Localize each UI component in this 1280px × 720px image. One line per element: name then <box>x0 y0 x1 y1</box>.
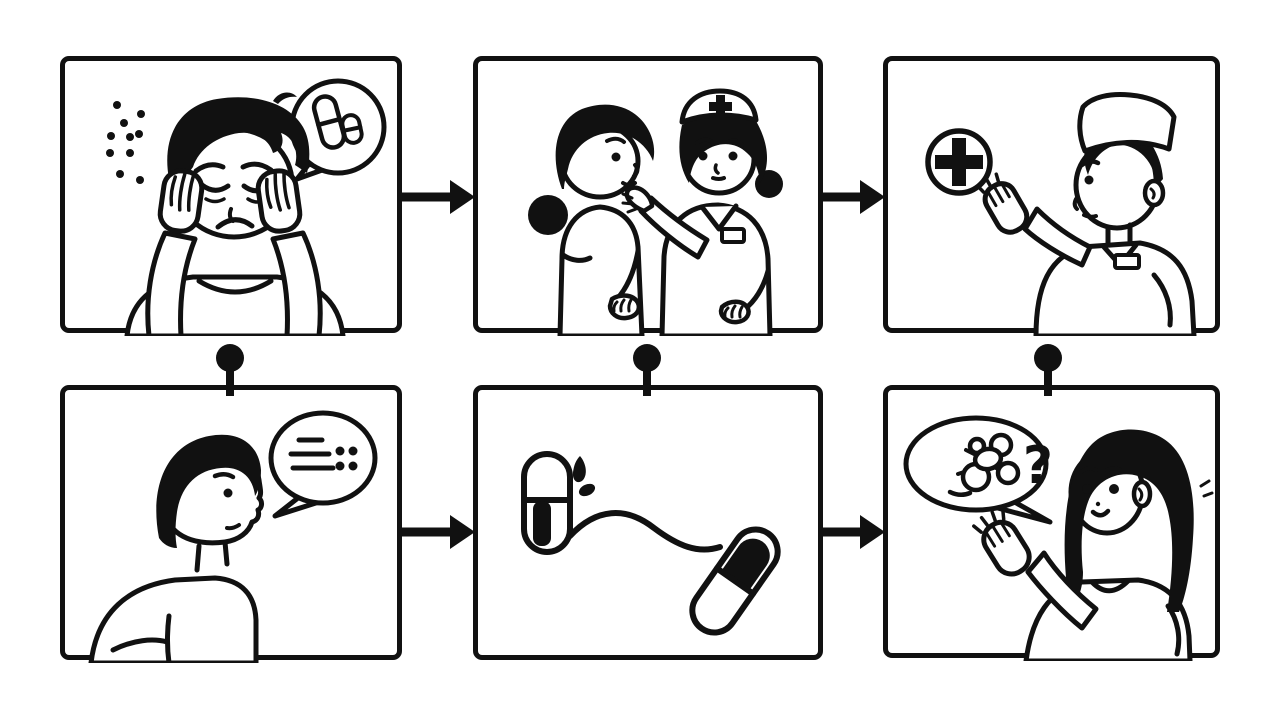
right-hand <box>255 168 303 234</box>
scrub-cap <box>1077 92 1177 154</box>
boy-eye <box>223 488 233 498</box>
boy-brow <box>212 472 236 480</box>
dizzy-dots-icon <box>106 101 145 184</box>
boy-profile-figure <box>88 434 264 663</box>
nurse-reaching-hand <box>621 185 655 214</box>
patient-hair <box>555 104 655 189</box>
molecule-speech-bubble: ? <box>903 415 1053 525</box>
woman-figure <box>972 429 1214 661</box>
molecule-icon <box>947 432 1021 497</box>
nurse-right-brow <box>726 138 744 147</box>
flow-arrow-icon <box>822 180 885 214</box>
nurse-figure <box>621 88 783 336</box>
nurse-mouth <box>711 176 726 181</box>
panel-medication <box>473 385 823 660</box>
right-arm <box>270 230 323 336</box>
panel-question-list <box>60 385 402 663</box>
nurse-nose <box>713 163 720 175</box>
hair-bun <box>528 195 568 235</box>
left-brow <box>193 162 226 174</box>
woman-nose <box>1095 501 1101 507</box>
mouth <box>1082 213 1098 219</box>
question-mark: ? <box>1023 436 1053 496</box>
flow-arrow-icon <box>400 515 475 549</box>
patient-mouth <box>621 181 637 187</box>
arm-line <box>165 613 172 663</box>
nurse-hair <box>679 113 768 183</box>
nurse-left-brow <box>695 137 714 145</box>
pill-capsule-large-icon <box>311 94 347 150</box>
boy-mouth <box>225 523 241 531</box>
connector-dot-icon <box>1034 344 1062 396</box>
patient-hand <box>607 293 642 321</box>
sleeve-seam <box>1151 272 1173 328</box>
hair <box>167 97 310 183</box>
woman-raised-arm <box>1025 550 1099 631</box>
nurse-pocket <box>720 227 746 244</box>
panel-symptoms-drawing <box>106 78 387 336</box>
panel-nurse-consult <box>473 56 823 336</box>
boy-hair <box>156 434 261 548</box>
nurse-collar <box>699 203 739 232</box>
flow-arrow-icon <box>822 515 885 549</box>
panel-nurse-consult-drawing <box>528 88 783 336</box>
panel-symptoms <box>60 56 402 336</box>
upright-capsule-icon <box>521 451 573 555</box>
sleeve-hem <box>110 637 170 653</box>
left-arm <box>145 230 198 336</box>
flow-arrow-icon <box>400 180 475 214</box>
medical-cross-badge-icon <box>925 128 993 196</box>
woman-smile <box>1090 508 1111 518</box>
patient-figure <box>528 104 655 336</box>
list-lines-icon <box>288 437 336 471</box>
panel-explanation-drawing: ? <box>903 415 1214 661</box>
drops-icon <box>572 456 596 497</box>
eye <box>1084 175 1094 185</box>
male-nurse-body <box>1033 240 1197 336</box>
boy-neck <box>194 539 230 573</box>
neck <box>1105 222 1133 246</box>
raised-arm <box>1022 206 1093 268</box>
cap-cross-icon <box>709 95 732 118</box>
list-dots-icon <box>335 446 358 471</box>
squiggle-connector-line <box>567 510 723 553</box>
woman-collar <box>1089 578 1131 594</box>
panel-question-list-drawing <box>88 410 378 663</box>
patient-nose <box>632 163 640 178</box>
pill-thought-bubble <box>289 78 387 182</box>
sparkle-marks <box>1199 479 1214 498</box>
woman-brows <box>1079 466 1124 474</box>
right-brow <box>240 161 274 173</box>
woman-open-palm <box>972 508 1032 577</box>
open-palm-hand <box>975 172 1030 235</box>
brow <box>1079 159 1101 168</box>
tilted-capsule-icon <box>689 526 781 636</box>
panel-medication-drawing <box>521 451 781 636</box>
frown-mouth <box>215 217 255 230</box>
patient-eye <box>611 152 621 162</box>
list-speech-bubble <box>268 410 378 519</box>
connector-dot-icon <box>216 344 244 396</box>
nurse-lower-hand <box>718 268 771 325</box>
male-nurse-figure <box>975 92 1197 336</box>
pill-capsule-small-icon <box>340 113 364 145</box>
panel-medical-referral <box>883 56 1220 336</box>
woman-hair <box>1064 429 1194 612</box>
left-hand <box>157 168 205 234</box>
panel-explanation: ? <box>883 385 1220 661</box>
male-nurse-pocket <box>1113 253 1141 270</box>
panel-medical-referral-drawing <box>925 92 1197 336</box>
connector-dot-icon <box>633 344 661 396</box>
nose <box>1072 197 1079 211</box>
distressed-person-figure <box>124 92 346 336</box>
